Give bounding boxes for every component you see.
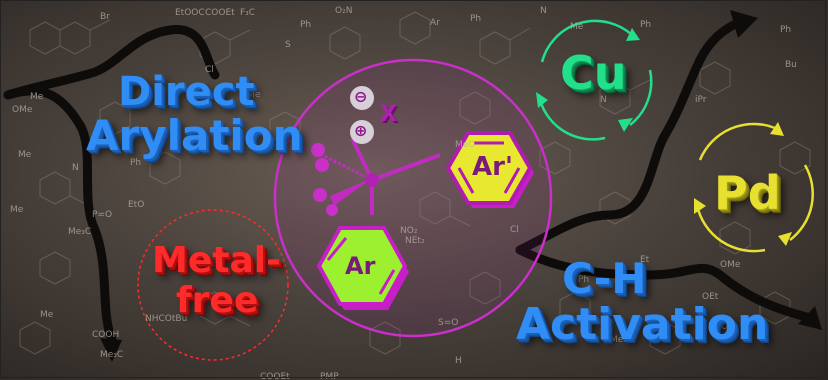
- background-chem-label: Me₃C: [68, 227, 92, 237]
- cu-label: Cu: [560, 46, 627, 100]
- ar-prime-hexagon: [445, 131, 534, 208]
- background-chem-label: Ph: [470, 14, 482, 24]
- direct-heading: Direct: [118, 69, 255, 115]
- background-chem-label: Me: [18, 150, 32, 160]
- background-chem-label: OEt: [702, 292, 719, 302]
- background-chem-label: N: [600, 95, 607, 105]
- background-chem-label: COOEt: [205, 8, 235, 18]
- anion-sphere: [350, 86, 374, 110]
- ar-label: Ar: [345, 252, 376, 280]
- background-chem-label: F₃C: [240, 8, 256, 18]
- background-chem-label: Ar: [430, 18, 440, 28]
- activation-heading: Activation: [516, 299, 769, 350]
- background-chem-label: N: [540, 6, 547, 16]
- free-heading: free: [176, 280, 259, 321]
- background-chem-label: Me: [10, 205, 24, 215]
- background-chem-label: Me: [570, 22, 584, 32]
- background-chem-label: EtOOC: [175, 8, 205, 18]
- background-chem-label: PMP: [320, 372, 339, 380]
- background-chem-label: O₂N: [335, 6, 353, 16]
- metal-free-circle: [137, 209, 289, 361]
- background-chem-label: iPr: [695, 95, 707, 105]
- background-chem-label: Me: [40, 310, 54, 320]
- background-chem-label: MeO: [455, 140, 476, 150]
- ar-prime-label: Ar': [472, 152, 513, 182]
- background-chem-label: N: [72, 163, 79, 173]
- background-chem-label: Ph: [130, 158, 142, 168]
- background-chem-label: Ph: [300, 20, 312, 30]
- metal-heading: Metal-: [152, 240, 282, 281]
- minus-charge: ⊖: [354, 87, 368, 106]
- counter-ion-x: X: [380, 102, 397, 127]
- background-chem-label: OMe: [240, 90, 261, 100]
- background-chem-label: COOEt: [260, 372, 290, 380]
- pd-label: Pd: [714, 166, 781, 220]
- background-chem-label: NEt₂: [405, 236, 425, 246]
- background-chem-label: H: [455, 356, 462, 366]
- background-chem-label: Me: [30, 92, 44, 102]
- ch-heading: C-H: [562, 254, 647, 303]
- background-chem-label: EtO: [128, 200, 145, 210]
- background-chem-label: Bu: [785, 60, 797, 70]
- background-chem-label: Et: [640, 255, 650, 265]
- background-chem-label: Ph: [640, 20, 652, 30]
- plus-charge: ⊕: [354, 121, 368, 140]
- background-chem-label: P=O: [708, 322, 729, 332]
- background-chem-label: S=O: [438, 318, 459, 328]
- background-chem-label: Cl: [205, 65, 214, 75]
- background-chem-label: NO₂: [400, 226, 418, 236]
- background-chem-label: COOH: [92, 330, 120, 340]
- background-chem-label: OMe: [720, 260, 741, 270]
- iodine-center: [311, 137, 441, 216]
- background-chem-label: P=O: [92, 210, 113, 220]
- background-chem-label: Br: [100, 12, 110, 22]
- background-chem-label: S: [285, 40, 291, 50]
- arylation-heading: Arylation: [86, 111, 303, 160]
- ar-hexagon: [316, 226, 409, 310]
- background-chem-label: Me₃C: [100, 350, 124, 360]
- background-chem-label: NHCOtBu: [145, 314, 188, 324]
- background-chem-label: Ph: [780, 25, 792, 35]
- cation-sphere: [350, 120, 374, 144]
- background-chem-label: OMe: [12, 105, 33, 115]
- background-chem-label: Me₃C: [610, 335, 634, 345]
- background-chem-label: Ph: [578, 275, 590, 285]
- background-chem-label: Cl: [510, 225, 519, 235]
